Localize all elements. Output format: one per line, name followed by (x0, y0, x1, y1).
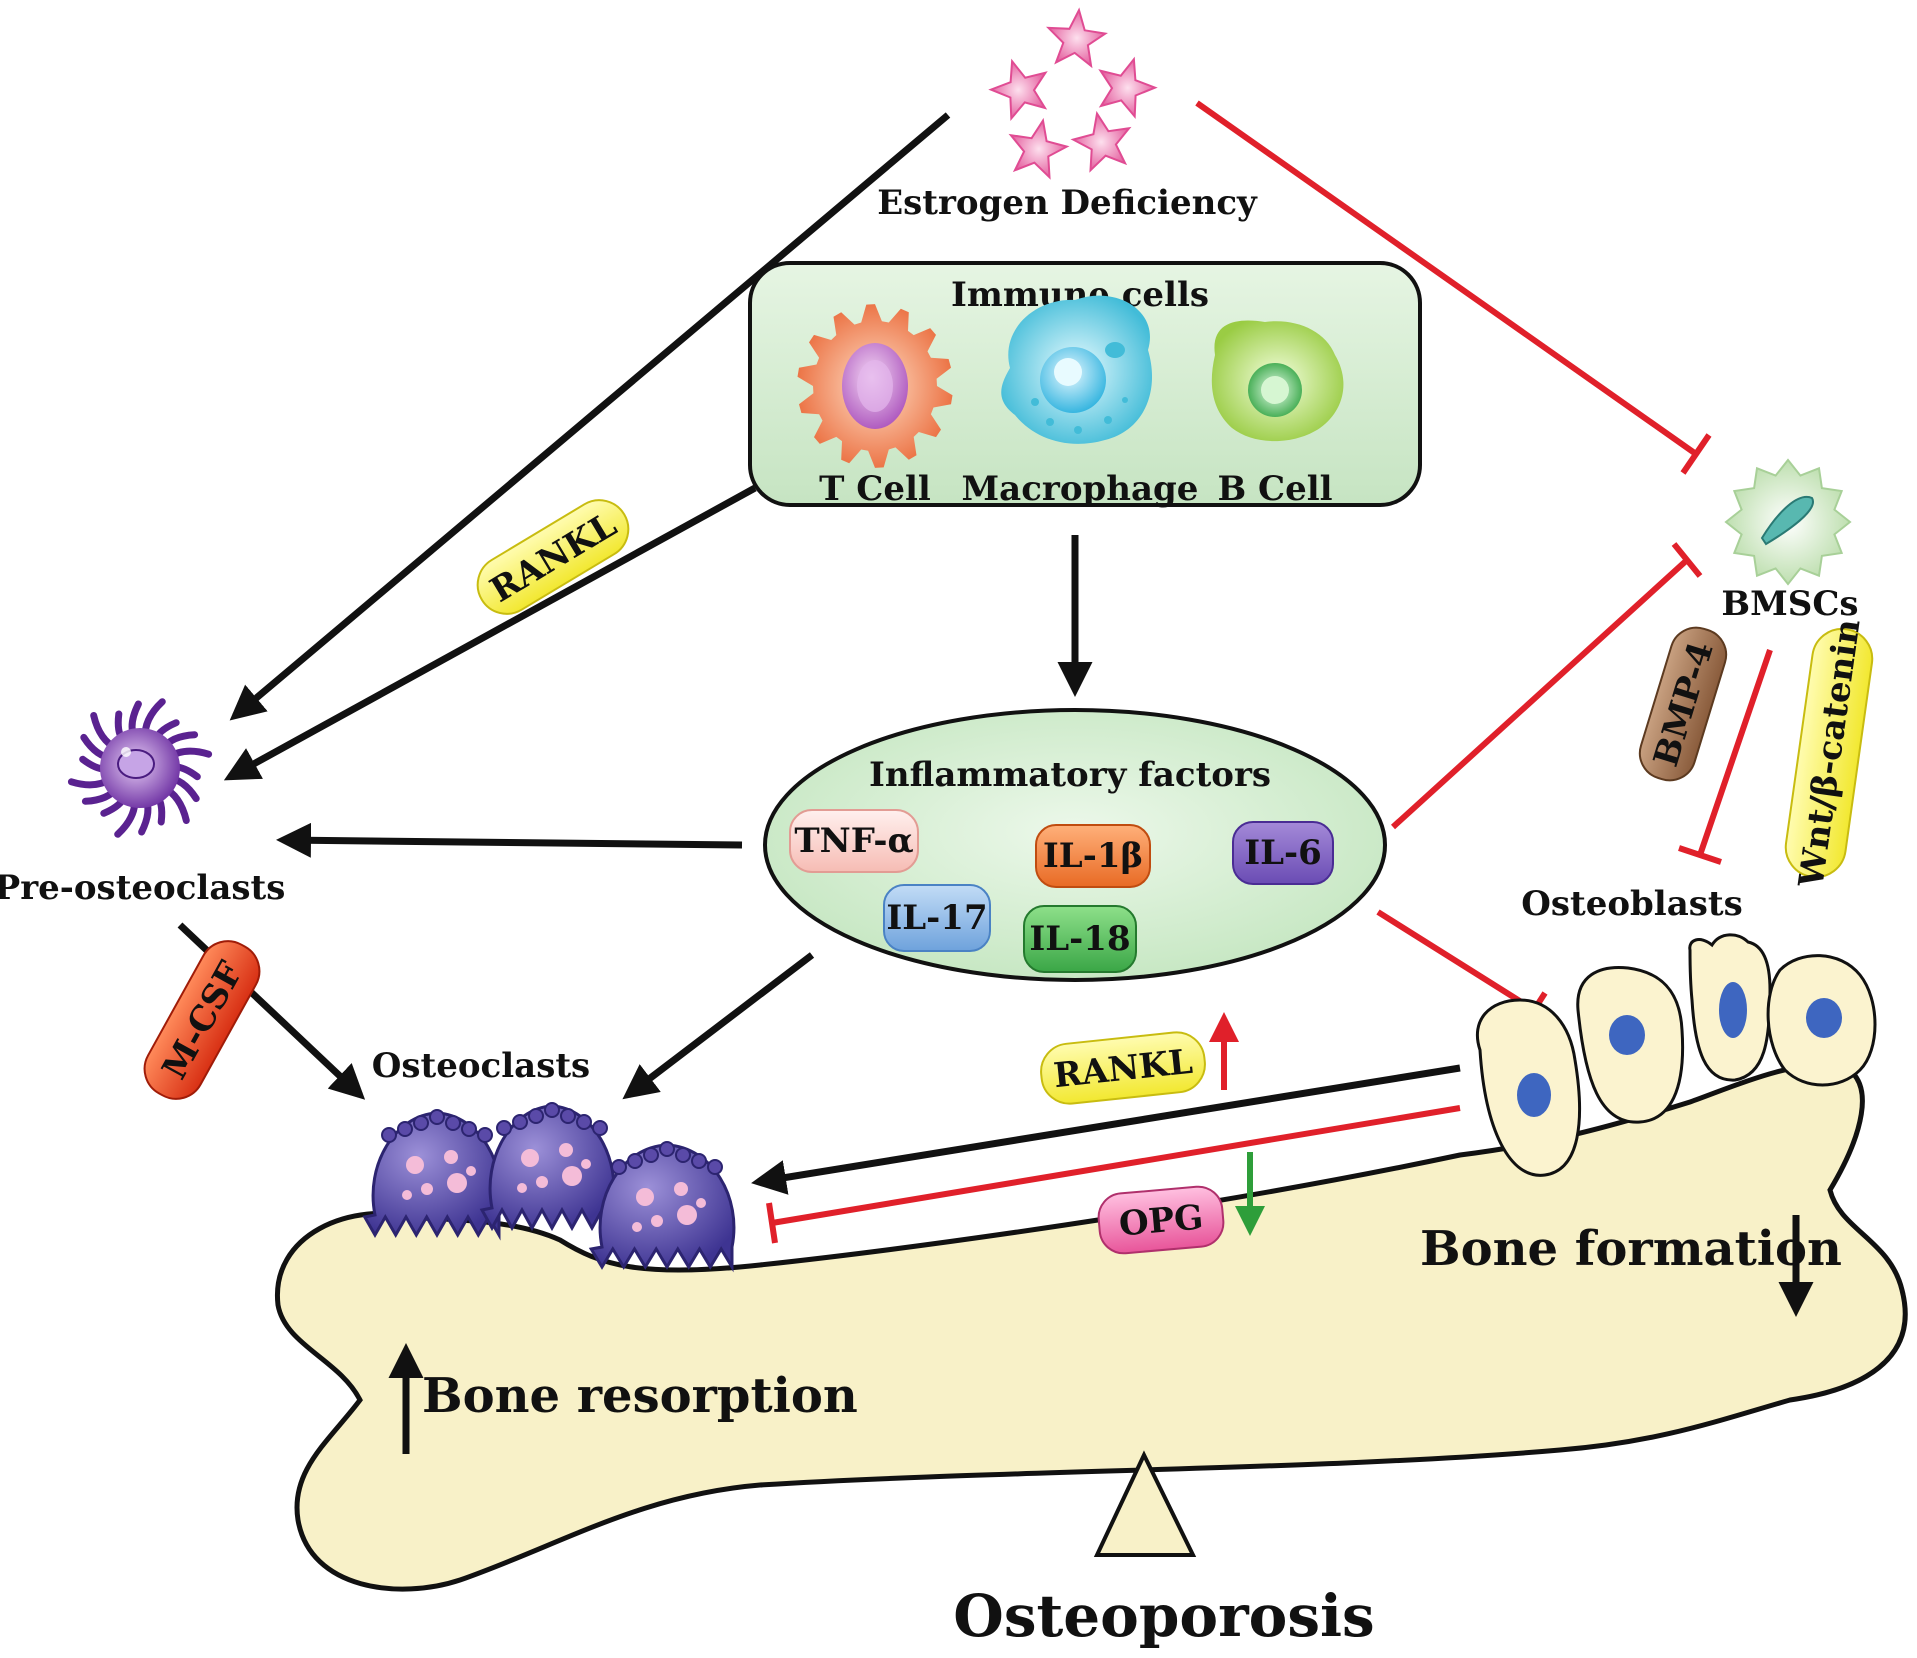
il6-label: IL-6 (1244, 833, 1322, 873)
il1b-label: IL-1β (1043, 836, 1143, 876)
wnt-beta-catenin-pill (1784, 627, 1874, 879)
pre-osteoclast-icon (67, 698, 213, 838)
osteoclasts-label: Osteoclasts (372, 1046, 590, 1086)
arrow-immune-to-preosteoclasts (223, 484, 757, 781)
t-cell-icon (797, 304, 953, 468)
il1b-pill (1035, 824, 1151, 888)
macrophage-label: Macrophage (962, 469, 1199, 509)
opg-pill (1097, 1185, 1225, 1255)
bmsc-icon (1724, 458, 1852, 586)
inhibit-estrogen-bmscs (1195, 100, 1698, 457)
il6-pill (1232, 821, 1334, 885)
pre-osteoclasts-label: Pre-osteoclasts (0, 868, 285, 908)
bmscs-label: BMSCs (1721, 584, 1858, 624)
rankl-top-pill (476, 499, 630, 615)
bone-formation-label: Bone formation (1420, 1221, 1842, 1277)
mcsf-pill (143, 940, 261, 1100)
inhibit-bmscs-osteoblasts (1697, 649, 1773, 856)
bmp4-pill (1638, 626, 1728, 782)
balance-triangle (1093, 1450, 1197, 1557)
arrow-inflammatory-to-osteoclasts (622, 952, 815, 1100)
bone-shape (275, 1061, 1908, 1592)
inflammatory-factors-title: Inflammatory factors (869, 755, 1271, 795)
arrow-inflammatory-to-preosteoclasts (276, 822, 743, 858)
inhibit-osteoblasts-osteoclasts (771, 1105, 1461, 1226)
bone-resorption-label: Bone resorption (422, 1368, 858, 1424)
macrophage-icon (1001, 295, 1153, 444)
pink-stars-icon (988, 7, 1158, 180)
tnf-alpha-pill (789, 809, 919, 873)
rankl-mid-pill (1040, 1031, 1206, 1105)
osteoblasts-cells (1475, 933, 1877, 1177)
b-cell-icon (1211, 320, 1344, 442)
activation-arrows (177, 112, 1461, 1195)
inhibition-lines (766, 100, 1773, 1244)
inhibit-inflammatory-osteoblasts (1376, 909, 1536, 1013)
osteoclasts-cells (362, 1102, 736, 1273)
tnf-alpha-label: TNF-α (794, 821, 913, 861)
inhibit-inflammatory-bmscs (1390, 557, 1690, 830)
b-cell-label: B Cell (1217, 469, 1332, 509)
arrow-estrogen-to-preosteoclasts (229, 112, 951, 721)
arrow-osteoblasts-to-osteoclasts (751, 1064, 1461, 1195)
il17-label: IL-17 (886, 898, 987, 938)
t-cell-label: T Cell (819, 469, 931, 509)
il18-pill (1023, 905, 1137, 973)
osteoporosis-title: Osteoporosis (953, 1582, 1374, 1650)
osteoblasts-label: Osteoblasts (1521, 884, 1742, 924)
il17-pill (883, 884, 991, 952)
opg-label: OPG (1117, 1197, 1204, 1244)
estrogen-deficiency-label: Estrogen Deficiency (877, 183, 1258, 223)
il18-label: IL-18 (1029, 919, 1130, 959)
